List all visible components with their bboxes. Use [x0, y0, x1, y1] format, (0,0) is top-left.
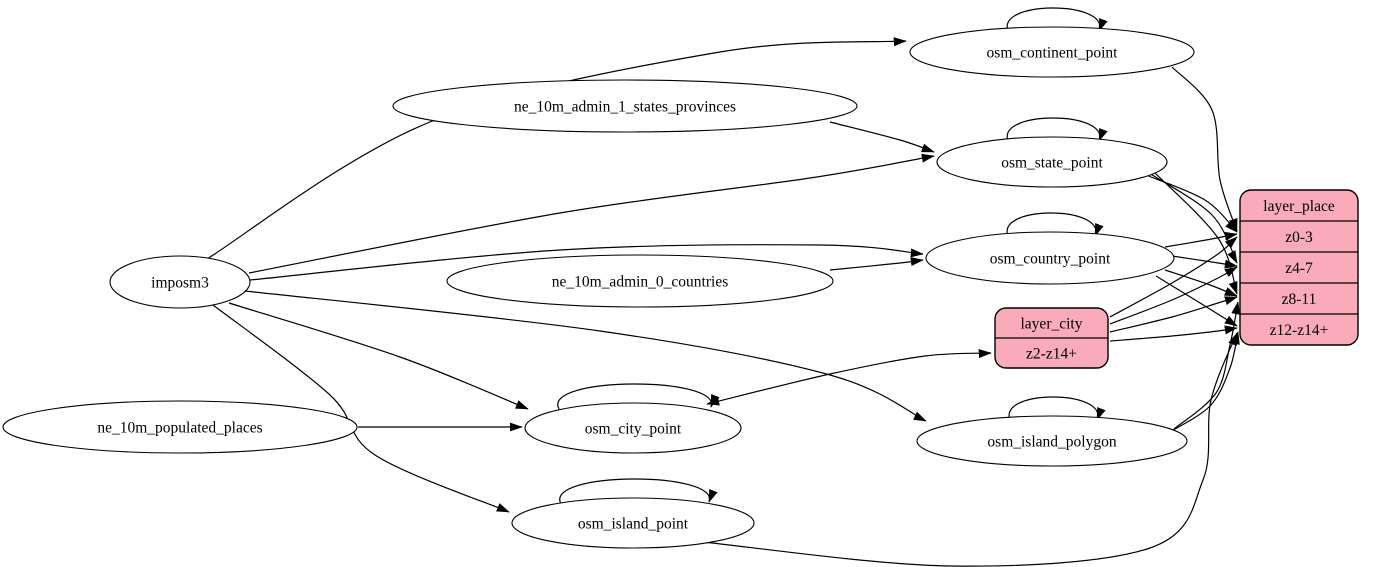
self-loop-osm_island_polygon — [1008, 396, 1106, 423]
node-layer_city: layer_city z2-z14+ — [994, 307, 1109, 369]
node-label-imposm3: imposm3 — [151, 275, 209, 292]
self-loop-osm_island_point — [559, 478, 718, 505]
record-row-layer_place-z8-11: z8-11 — [1282, 291, 1317, 308]
edge-ne_10m_admin_0_countries-osm_country_point — [829, 257, 924, 271]
node-label-osm_island_polygon: osm_island_polygon — [987, 434, 1116, 451]
edge-osm_continent_point-layer_place-z0-3 — [1171, 66, 1238, 232]
node-osm_country_point: osm_country_point — [925, 231, 1175, 285]
node-shape-osm_island_point — [511, 497, 755, 549]
record-shape-layer_place — [1239, 189, 1359, 346]
node-osm_state_point: osm_state_point — [936, 136, 1168, 188]
node-label-ne_10m_admin_1_states_provinces: ne_10m_admin_1_states_provinces — [514, 99, 736, 116]
node-shape-ne_10m_populated_places — [2, 400, 358, 454]
edge-osm_country_point-layer_place-z0-3 — [1164, 231, 1238, 248]
self-loop-osm_continent_point — [1006, 7, 1108, 34]
node-shape-osm_continent_point — [909, 26, 1195, 78]
node-osm_island_point: osm_island_point — [511, 497, 755, 549]
edge-layer_city-layer_place-z8-11 — [1109, 296, 1238, 333]
node-label-osm_state_point: osm_state_point — [1001, 155, 1103, 172]
node-osm_island_polygon: osm_island_polygon — [916, 415, 1188, 467]
node-label-ne_10m_populated_places: ne_10m_populated_places — [97, 420, 262, 437]
node-ne_10m_admin_1_states_provinces: ne_10m_admin_1_states_provinces — [392, 79, 858, 133]
node-label-osm_continent_point: osm_continent_point — [987, 45, 1119, 62]
edge-osm_island_point-layer_place-z12-z14+ — [702, 332, 1238, 567]
record-row-layer_place-z12-z14+: z12-z14+ — [1270, 322, 1329, 339]
edge-osm_country_point-layer_place-z12-z14+ — [1155, 275, 1238, 327]
edge-imposm3-osm_island_polygon — [244, 290, 927, 422]
node-osm_continent_point: osm_continent_point — [909, 26, 1195, 78]
record-title-layer_city: layer_city — [1021, 316, 1083, 333]
edge-osm_island_polygon-layer_place-z12-z14+ — [1167, 331, 1240, 434]
record-row-layer_place-z0-3: z0-3 — [1285, 229, 1313, 246]
edge-imposm3-osm_continent_point — [206, 37, 907, 260]
edge-imposm3-osm_country_point — [249, 244, 924, 281]
node-shape-osm_city_point — [524, 402, 742, 454]
edge-ne_10m_admin_1_states_provinces-osm_state_point — [829, 121, 935, 153]
edge-osm_state_point-layer_place-z0-3 — [1145, 174, 1238, 233]
self-loop-osm_state_point — [1006, 117, 1108, 144]
node-shape-osm_island_polygon — [916, 415, 1188, 467]
node-layer_place: layer_place z0-3 z4-7 z8-11 z12-z14+ — [1239, 189, 1359, 346]
node-ne_10m_populated_places: ne_10m_populated_places — [2, 400, 358, 454]
node-label-osm_city_point: osm_city_point — [585, 421, 682, 438]
edge-imposm3-osm_state_point — [248, 153, 935, 274]
edge-layer_city-layer_place-z12-z14+ — [1109, 325, 1238, 342]
edge-imposm3-osm_city_point — [228, 302, 529, 410]
node-ne_10m_admin_0_countries: ne_10m_admin_0_countries — [446, 254, 834, 308]
edge-osm_country_point-layer_place-z8-11 — [1164, 269, 1238, 297]
node-shape-ne_10m_admin_0_countries — [446, 254, 834, 308]
edge-layer_city-layer_place-z0-3 — [1109, 236, 1238, 318]
record-title-layer_place: layer_place — [1263, 198, 1335, 215]
self-loop-osm_city_point — [557, 383, 720, 410]
nodes-layer: imposm3 ne_10m_admin_1_states_provincesne… — [2, 26, 1359, 549]
node-label-osm_island_point: osm_island_point — [578, 516, 689, 533]
node-shape-osm_state_point — [936, 136, 1168, 188]
node-shape-imposm3 — [109, 255, 251, 309]
record-row-layer_city-z2-z14+: z2-z14+ — [1026, 346, 1077, 363]
node-label-osm_country_point: osm_country_point — [990, 251, 1111, 268]
node-osm_city_point: osm_city_point — [524, 402, 742, 454]
node-shape-ne_10m_admin_1_states_provinces — [392, 79, 858, 133]
edge-layer_city-layer_place-z4-7 — [1109, 266, 1238, 325]
self-loop-osm_country_point — [1006, 212, 1104, 239]
node-shape-osm_country_point — [925, 231, 1175, 285]
edge-osm_city_point-layer_city-z2-z14+ — [706, 349, 992, 406]
edge-osm_island_polygon-layer_place-z8-11 — [1173, 301, 1241, 430]
node-label-ne_10m_admin_0_countries: ne_10m_admin_0_countries — [552, 274, 729, 291]
edge-osm_country_point-layer_place-z4-7 — [1171, 255, 1238, 269]
record-row-layer_place-z4-7: z4-7 — [1285, 260, 1313, 277]
node-imposm3: imposm3 — [109, 255, 251, 309]
